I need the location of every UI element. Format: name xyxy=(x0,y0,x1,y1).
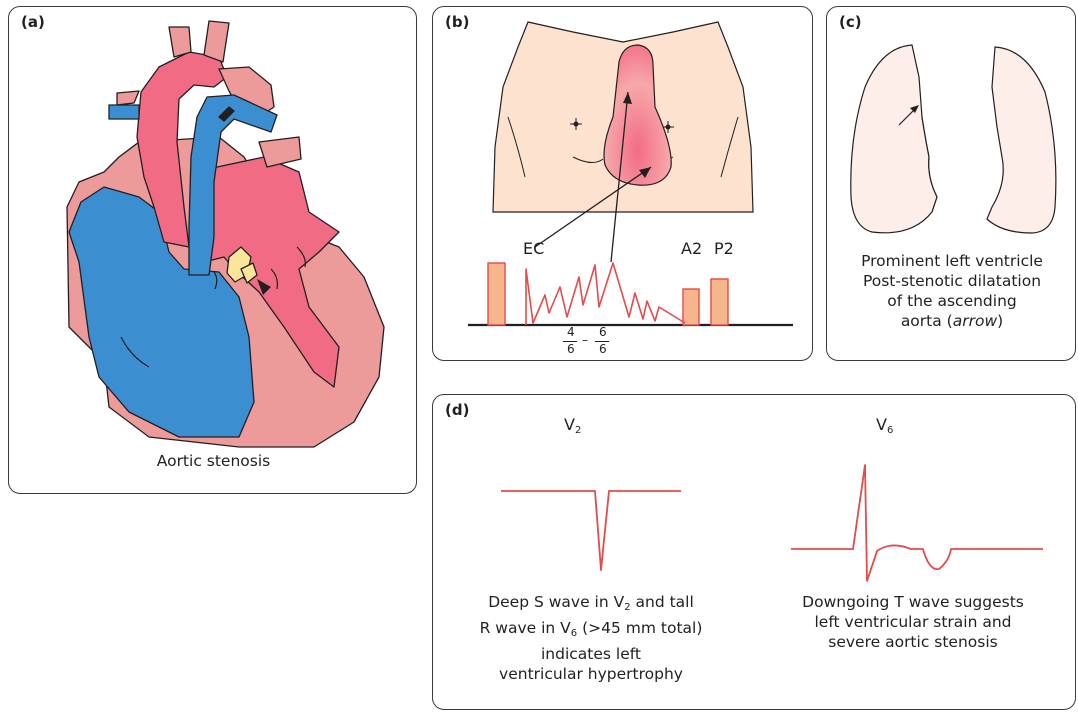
panel-d-right-caption: Downgoing T wave suggests left ventricul… xyxy=(773,592,1053,652)
fraction-sep: – xyxy=(582,333,588,347)
panel-d: (d) V2 V6 Deep S wave in V2 and tall R w… xyxy=(432,394,1076,710)
fraction-right-den: 6 xyxy=(599,342,607,356)
phonocardiogram-icon xyxy=(468,263,793,325)
panel-b: (b) xyxy=(432,6,813,361)
panel-d-left-caption: Deep S wave in V2 and tall R wave in V6 … xyxy=(463,592,719,684)
a2-label: A2 xyxy=(681,239,702,258)
panel-c: (c) Prominent left ventricle Post-stenot… xyxy=(826,6,1076,361)
lead-v2-label: V2 xyxy=(564,415,581,436)
panel-a: (a) xyxy=(8,6,417,494)
p2-label: P2 xyxy=(714,239,734,258)
fraction-right-num: 6 xyxy=(599,325,607,339)
panel-c-caption: Prominent left ventricle Post-stenotic d… xyxy=(827,251,1077,331)
panel-c-line-3: of the ascending xyxy=(827,291,1077,311)
fraction-left-den: 6 xyxy=(567,342,575,356)
lead-v6-label: V6 xyxy=(876,415,893,436)
panel-c-line-1: Prominent left ventricle xyxy=(827,251,1077,271)
ecg-trace-v2-icon xyxy=(501,475,691,575)
murmur-timing-fraction: 4 6 – 6 6 xyxy=(561,325,641,359)
chest-torso-icon xyxy=(433,7,814,362)
ecg-trace-v6-icon xyxy=(791,461,1051,591)
panel-a-caption: Aortic stenosis xyxy=(9,451,418,471)
fraction-left-num: 4 xyxy=(567,325,575,339)
panel-c-line-2: Post-stenotic dilatation xyxy=(827,271,1077,291)
panel-d-label: (d) xyxy=(445,401,469,419)
heart-anatomy-icon xyxy=(9,7,418,495)
ec-label: EC xyxy=(523,239,544,258)
panel-c-line-4: aorta (arrow) xyxy=(827,311,1077,331)
